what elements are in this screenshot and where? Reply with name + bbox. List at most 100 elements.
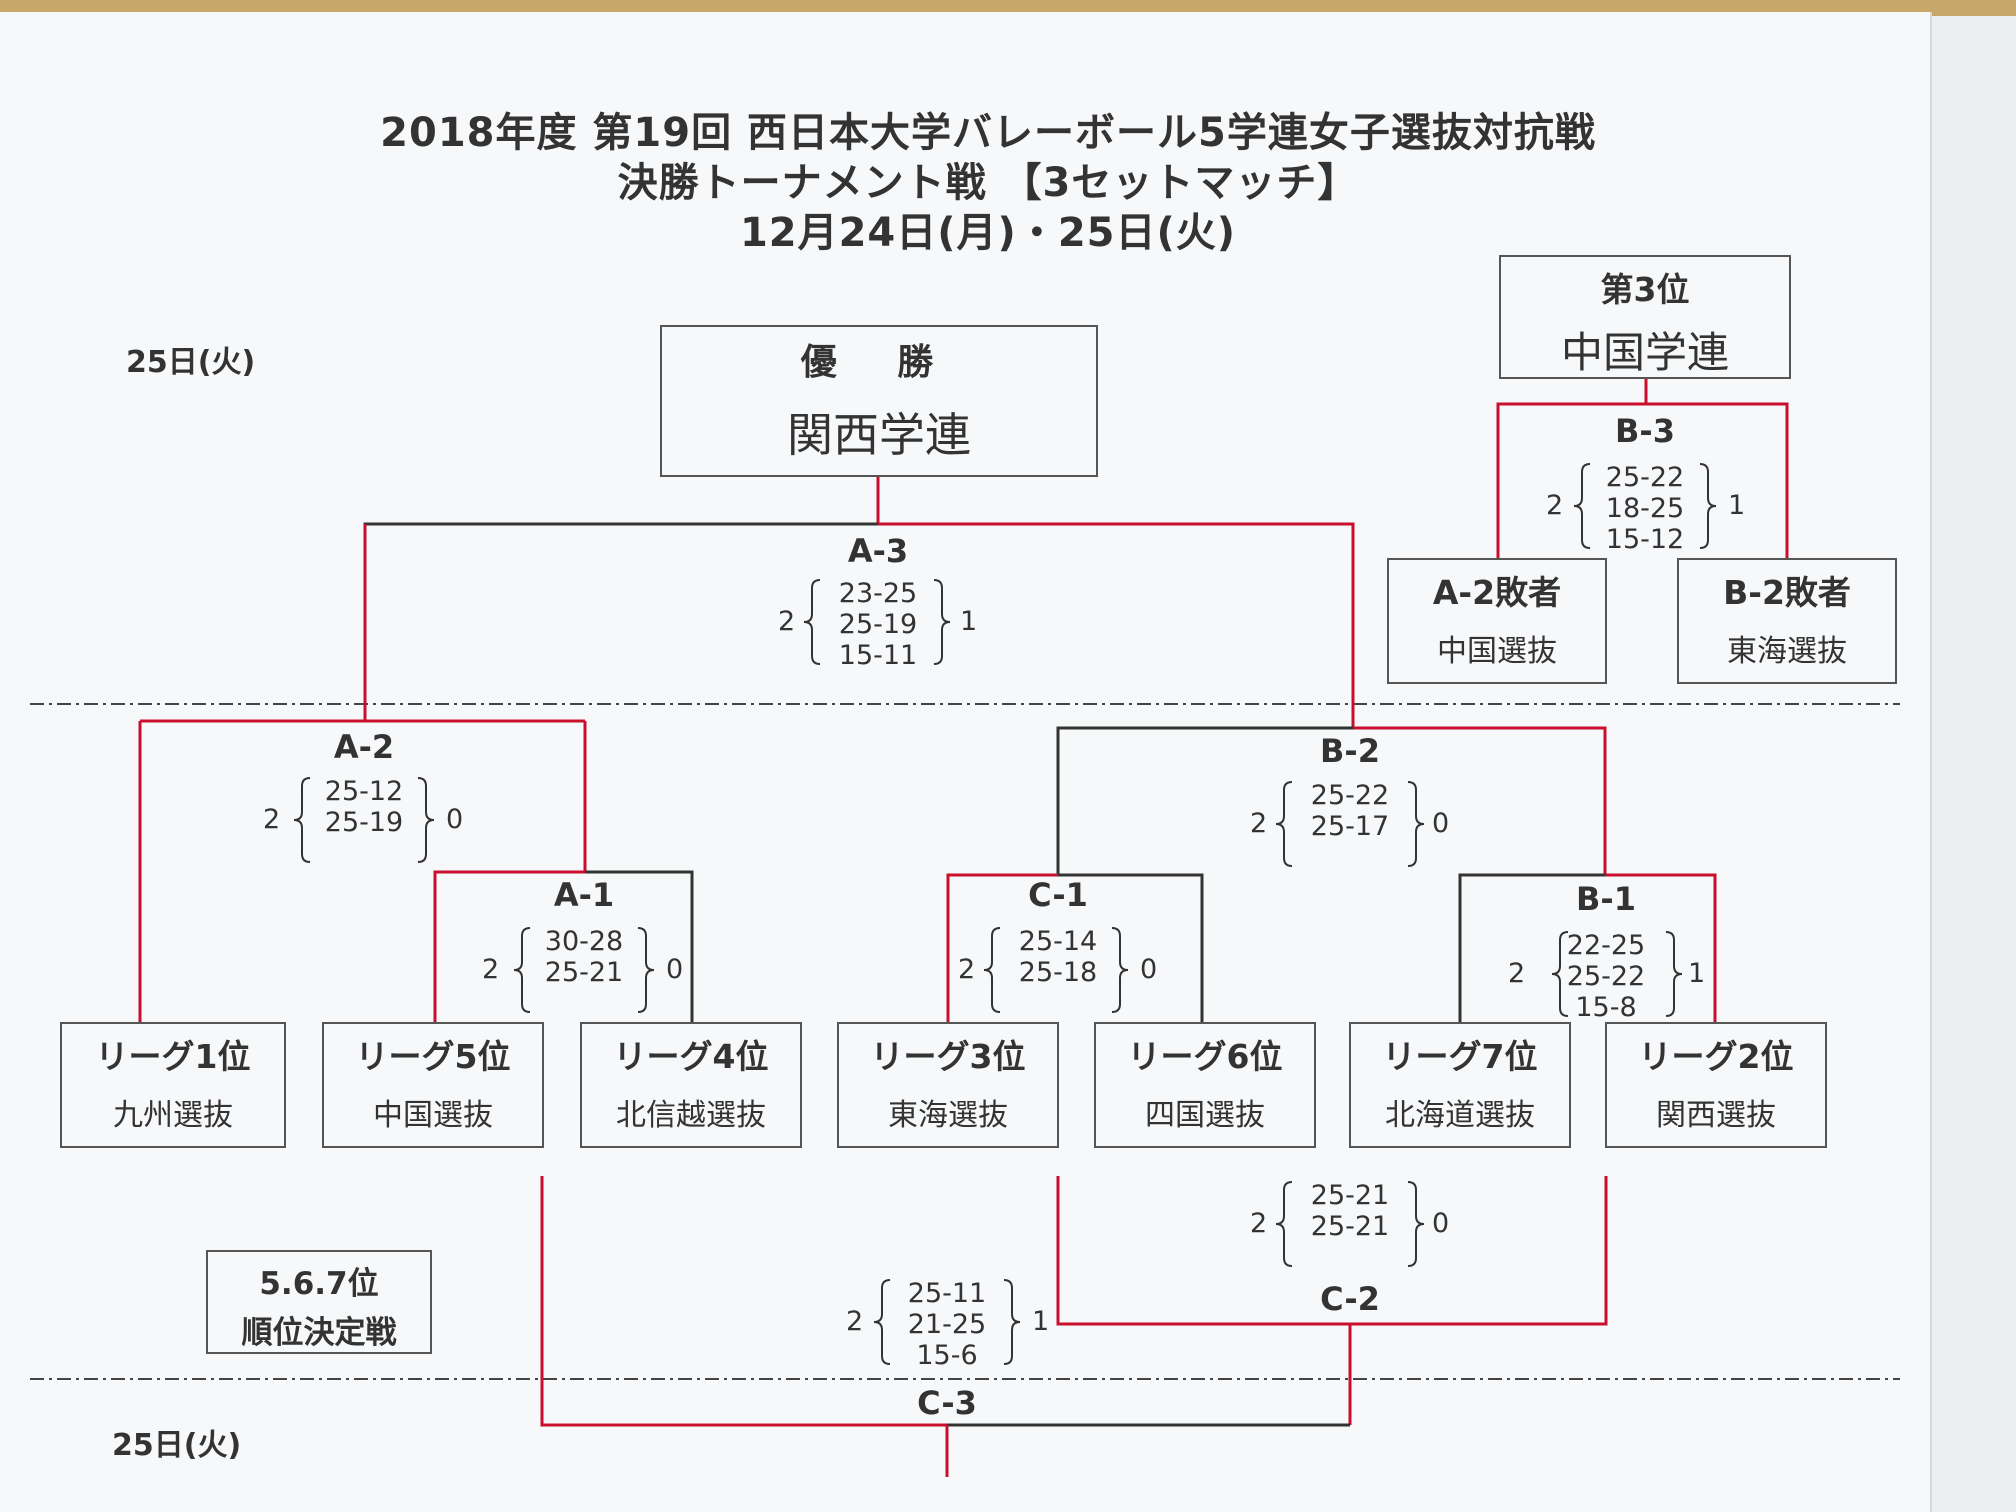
brace-c3-right	[1003, 1279, 1021, 1365]
brace-c3-left	[873, 1279, 891, 1365]
third-place-label: 第3位	[1600, 270, 1690, 309]
team-name: 関西選抜	[1656, 1098, 1776, 1133]
match-c1-scores: 25-14 25-18	[1019, 926, 1097, 988]
team-rank: リーグ4位	[613, 1037, 769, 1076]
bracket-lines	[30, 378, 1900, 1477]
team-box-league-4: リーグ4位 北信越選抜	[580, 1022, 802, 1148]
match-b2-scores: 25-22 25-17	[1311, 780, 1389, 842]
set-score: 15-11	[838, 640, 918, 671]
set-score: 25-18	[1018, 957, 1098, 988]
set-score: 25-21	[1310, 1180, 1390, 1211]
match-a3-scores: 23-25 25-19 15-11	[839, 578, 917, 671]
team-name: 四国選抜	[1145, 1098, 1265, 1133]
day-label-bottom: 25日(火)	[112, 1428, 242, 1463]
set-score: 25-21	[1310, 1211, 1390, 1242]
match-b3-left-sets: 2	[1546, 490, 1564, 521]
placement-line-1: 5.6.7位	[259, 1266, 379, 1302]
third-place-name: 中国学連	[1560, 328, 1729, 377]
brace-b2-right	[1407, 781, 1425, 867]
team-name: 北海道選抜	[1385, 1098, 1535, 1133]
team-rank: リーグ2位	[1638, 1037, 1794, 1076]
brace-b3-left	[1573, 463, 1591, 549]
team-rank: リーグ3位	[870, 1037, 1026, 1076]
team-box-league-3: リーグ3位 東海選抜	[837, 1022, 1059, 1148]
team-name: 九州選抜	[113, 1098, 233, 1133]
line-b2-left	[1056, 726, 1353, 875]
line-a3-left	[363, 522, 878, 720]
line-b3-right	[1646, 402, 1789, 558]
match-c1-right-sets: 0	[1140, 954, 1158, 985]
set-score: 25-22	[1566, 961, 1646, 992]
match-c3-left-sets: 2	[846, 1306, 864, 1337]
match-a2-label: A-2	[333, 728, 395, 766]
brace-b3-right	[1699, 463, 1717, 549]
set-score: 15-6	[916, 1340, 978, 1371]
team-rank: リーグ6位	[1127, 1037, 1283, 1076]
placement-line-2: 順位決定戦	[241, 1315, 397, 1351]
loser-box-a2: A-2敗者 中国選抜	[1387, 558, 1607, 684]
set-score: 15-8	[1575, 992, 1637, 1023]
title-line-1: 2018年度 第19回 西日本大学バレーボール5学連女子選抜対抗戦	[380, 110, 1596, 156]
brace-b2-left	[1275, 781, 1293, 867]
match-b1-scores: 22-25 25-22 15-8	[1567, 930, 1645, 1023]
match-a1-scores: 30-28 25-21	[545, 926, 623, 988]
set-score: 25-19	[324, 807, 404, 838]
team-box-league-7: リーグ7位 北海道選抜	[1349, 1022, 1571, 1148]
set-score: 25-21	[544, 957, 624, 988]
brace-c1-right	[1111, 927, 1129, 1013]
loser-box-b2: B-2敗者 東海選抜	[1677, 558, 1897, 684]
set-score: 25-11	[907, 1278, 987, 1309]
team-rank: リーグ7位	[1382, 1037, 1538, 1076]
set-score: 25-17	[1310, 811, 1390, 842]
set-score: 18-25	[1605, 493, 1685, 524]
brace-c1-left	[983, 927, 1001, 1013]
brace-b1-right	[1665, 931, 1683, 1017]
team-rank: リーグ5位	[355, 1037, 511, 1076]
line-b1-left	[1458, 873, 1605, 1022]
title-line-3: 12月24日(月)・25日(火)	[739, 210, 1237, 256]
team-box-league-5: リーグ5位 中国選抜	[322, 1022, 544, 1148]
line-c2-left	[1056, 1176, 1350, 1326]
match-c3-right-sets: 1	[1032, 1306, 1050, 1337]
line-b2-right	[1353, 726, 1607, 875]
brace-a1-left	[513, 927, 531, 1013]
brace-a2-left	[293, 777, 311, 863]
match-a2-scores: 25-12 25-19	[325, 776, 403, 838]
team-name: 東海選抜	[888, 1098, 1008, 1133]
match-b2-label: B-2	[1320, 732, 1380, 770]
brace-c2-right	[1407, 1181, 1425, 1267]
line-b1-right	[1605, 873, 1717, 1022]
brace-a3-left	[803, 579, 821, 665]
line-a1-top	[585, 870, 694, 1022]
match-b3-label: B-3	[1615, 412, 1675, 450]
set-score: 25-22	[1310, 780, 1390, 811]
match-b2-left-sets: 2	[1250, 808, 1268, 839]
brace-a2-right	[417, 777, 435, 863]
set-score: 25-19	[838, 609, 918, 640]
match-c2-label: C-2	[1320, 1280, 1380, 1318]
match-a1-left-sets: 2	[482, 954, 500, 985]
set-score: 22-25	[1566, 930, 1646, 961]
paper-sheet: 2018年度 第19回 西日本大学バレーボール5学連女子選抜対抗戦 決勝トーナメ…	[0, 12, 1932, 1512]
third-place-box: 第3位 中国学連	[1499, 255, 1791, 379]
match-c2-right-sets: 0	[1432, 1208, 1450, 1239]
match-a3-right-sets: 1	[960, 606, 978, 637]
loser-label: A-2敗者	[1432, 573, 1562, 612]
set-score: 25-22	[1605, 462, 1685, 493]
match-c2-scores: 25-21 25-21	[1311, 1180, 1389, 1242]
match-b1-left-sets: 2	[1508, 958, 1526, 989]
champion-label: 優 勝	[800, 342, 958, 383]
line-c3-left	[540, 1176, 947, 1427]
team-name: 北信越選抜	[616, 1098, 766, 1133]
set-score: 30-28	[544, 926, 624, 957]
match-a2-right-sets: 0	[446, 804, 464, 835]
team-box-league-6: リーグ6位 四国選抜	[1094, 1022, 1316, 1148]
brace-b1-left	[1551, 931, 1569, 1017]
team-box-league-2: リーグ2位 関西選抜	[1605, 1022, 1827, 1148]
set-score: 15-12	[1605, 524, 1685, 555]
line-c2-right	[1350, 1176, 1608, 1326]
match-a2-left-sets: 2	[263, 804, 281, 835]
team-rank: リーグ1位	[95, 1037, 251, 1076]
match-b1-label: B-1	[1576, 880, 1636, 918]
match-a1-label: A-1	[553, 876, 615, 914]
